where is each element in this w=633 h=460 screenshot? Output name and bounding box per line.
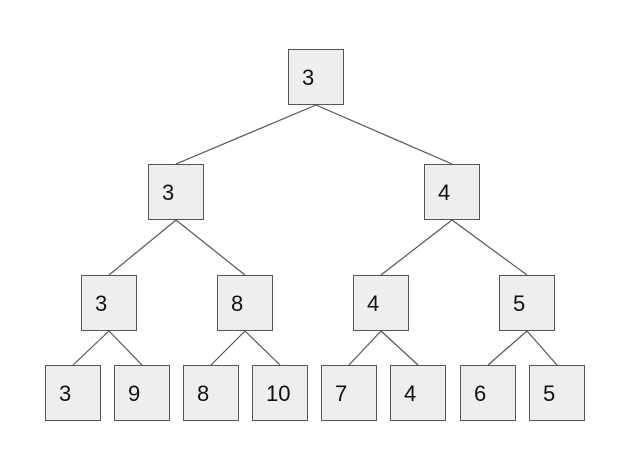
node-value: 7 (335, 381, 348, 406)
node-value: 5 (543, 381, 556, 406)
node-value: 10 (266, 381, 291, 406)
node-value: 8 (197, 381, 210, 406)
node-value: 5 (513, 291, 526, 316)
node-value: 4 (404, 381, 417, 406)
tree-edge (108, 330, 143, 366)
tree-node-level2: 5 (499, 275, 555, 331)
tree-edge (526, 330, 558, 366)
node-value: 3 (162, 180, 175, 205)
node-value: 6 (474, 381, 487, 406)
node-value: 8 (231, 291, 244, 316)
tree-edge (175, 219, 246, 276)
tree-edge (210, 330, 246, 366)
tree-node-leaf: 3 (45, 365, 101, 421)
tree-node-leaf: 7 (321, 365, 377, 421)
node-value: 9 (128, 381, 141, 406)
tree-edge (380, 219, 453, 276)
node-value: 3 (302, 65, 315, 90)
tree-node-leaf: 5 (529, 365, 585, 421)
node-value: 4 (367, 291, 380, 316)
tree-edge (175, 104, 317, 165)
tree-node-level2: 4 (353, 275, 409, 331)
tree-edge (487, 330, 528, 366)
node-value: 4 (438, 180, 451, 205)
tree-edge (72, 330, 110, 366)
tree-node-leaf: 4 (390, 365, 446, 421)
tree-edge (315, 104, 453, 165)
tree-node-level2: 8 (217, 275, 273, 331)
node-value: 3 (59, 381, 72, 406)
tree-edge (244, 330, 281, 366)
tree-node-level2: 3 (81, 275, 137, 331)
tree-node-level1-left: 3 (148, 164, 204, 220)
tree-edge (451, 219, 528, 276)
tree-edge (108, 219, 177, 276)
node-value: 3 (95, 291, 108, 316)
tree-node-leaf: 8 (183, 365, 239, 421)
tree-edge (348, 330, 382, 366)
tree-node-leaf: 6 (460, 365, 516, 421)
tree-node-root: 3 (288, 49, 344, 105)
tree-node-leaf: 9 (114, 365, 170, 421)
tree-node-leaf: 10 (252, 365, 308, 421)
tree-node-level1-right: 4 (424, 164, 480, 220)
tree-edge (380, 330, 419, 366)
